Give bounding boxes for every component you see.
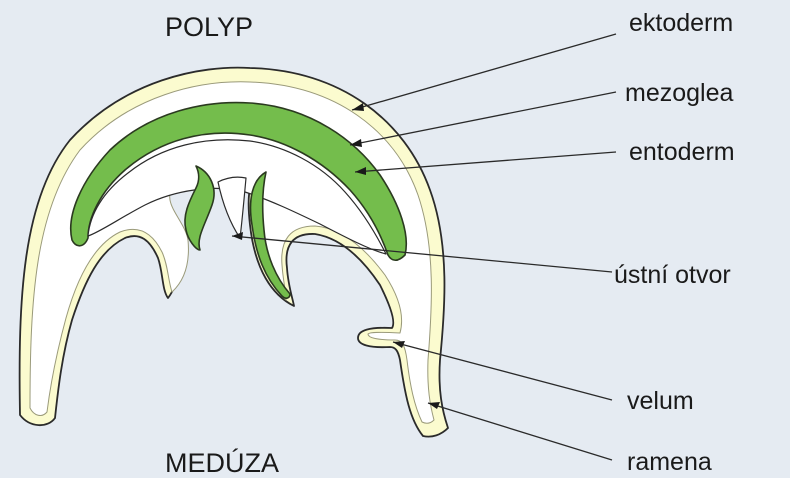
title-polyp: POLYP [165, 12, 253, 42]
leader-ramena [428, 403, 612, 460]
label-ustni-otvor: ústní otvor [614, 261, 731, 289]
leader-mezoglea [350, 92, 616, 145]
leader-ektoderm [352, 34, 616, 110]
mouth-gap [218, 177, 246, 238]
label-entoderm: entoderm [629, 138, 735, 166]
label-velum: velum [627, 387, 694, 415]
label-ramena: ramena [627, 448, 712, 476]
title-meduza: MEDÚZA [165, 447, 279, 478]
label-ektoderm: ektoderm [629, 9, 733, 37]
label-mezoglea: mezoglea [625, 79, 733, 107]
labels: ektoderm mezoglea entoderm ústní otvor v… [614, 9, 735, 476]
